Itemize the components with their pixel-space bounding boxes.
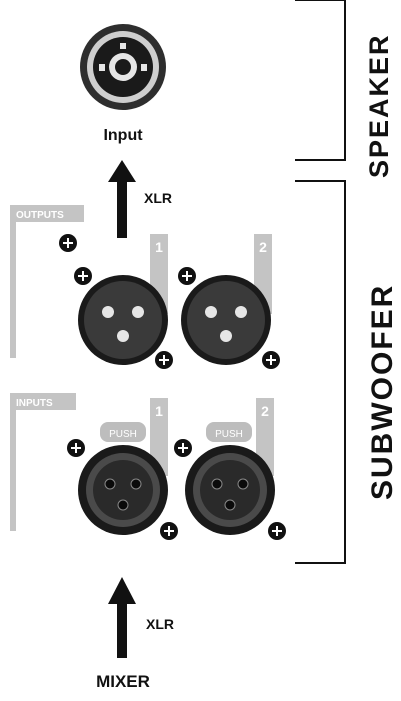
speaker-bracket xyxy=(295,0,346,161)
screw-icon xyxy=(178,267,196,285)
svg-text:PUSH: PUSH xyxy=(109,429,137,440)
outputs-panel: OUTPUTS xyxy=(10,205,84,358)
inputs-panel: INPUTS xyxy=(10,393,76,531)
push-release-tab-1: PUSH xyxy=(100,422,146,442)
screw-icon xyxy=(74,267,92,285)
inputs-panel-label: INPUTS xyxy=(16,398,53,409)
svg-text:PUSH: PUSH xyxy=(215,429,243,440)
screw-icon xyxy=(262,351,280,369)
svg-text:1: 1 xyxy=(155,403,163,419)
svg-text:2: 2 xyxy=(259,239,267,255)
svg-text:2: 2 xyxy=(261,403,269,419)
subwoofer-section-label: SUBWOOFER xyxy=(366,284,399,500)
xlr-cable-label-bottom: XLR xyxy=(146,616,174,632)
push-release-tab-2: PUSH xyxy=(206,422,252,442)
screw-icon xyxy=(160,522,178,540)
screw-icon xyxy=(59,234,77,252)
xlr-cable-label-top: XLR xyxy=(144,190,172,206)
speaker-input-label: Input xyxy=(103,127,143,144)
svg-text:1: 1 xyxy=(155,239,163,255)
screw-icon xyxy=(155,351,173,369)
screw-icon xyxy=(67,439,85,457)
input-xlr-female-2 xyxy=(185,445,275,535)
screw-icon xyxy=(174,439,192,457)
arrow-up-icon xyxy=(108,160,136,238)
input-xlr-female-1 xyxy=(78,445,168,535)
input-1-number-tab: 1 xyxy=(150,398,168,476)
arrow-up-icon xyxy=(108,577,136,658)
subwoofer-bracket xyxy=(295,180,346,564)
speaker-combo-input-jack xyxy=(80,24,166,110)
speaker-section-label: SPEAKER xyxy=(364,33,394,178)
mixer-label: MIXER xyxy=(96,672,150,691)
input-2-number-tab: 2 xyxy=(256,398,274,476)
outputs-panel-label: OUTPUTS xyxy=(16,210,64,221)
output-xlr-male-2 xyxy=(181,275,271,365)
screw-icon xyxy=(268,522,286,540)
output-xlr-male-1 xyxy=(78,275,168,365)
